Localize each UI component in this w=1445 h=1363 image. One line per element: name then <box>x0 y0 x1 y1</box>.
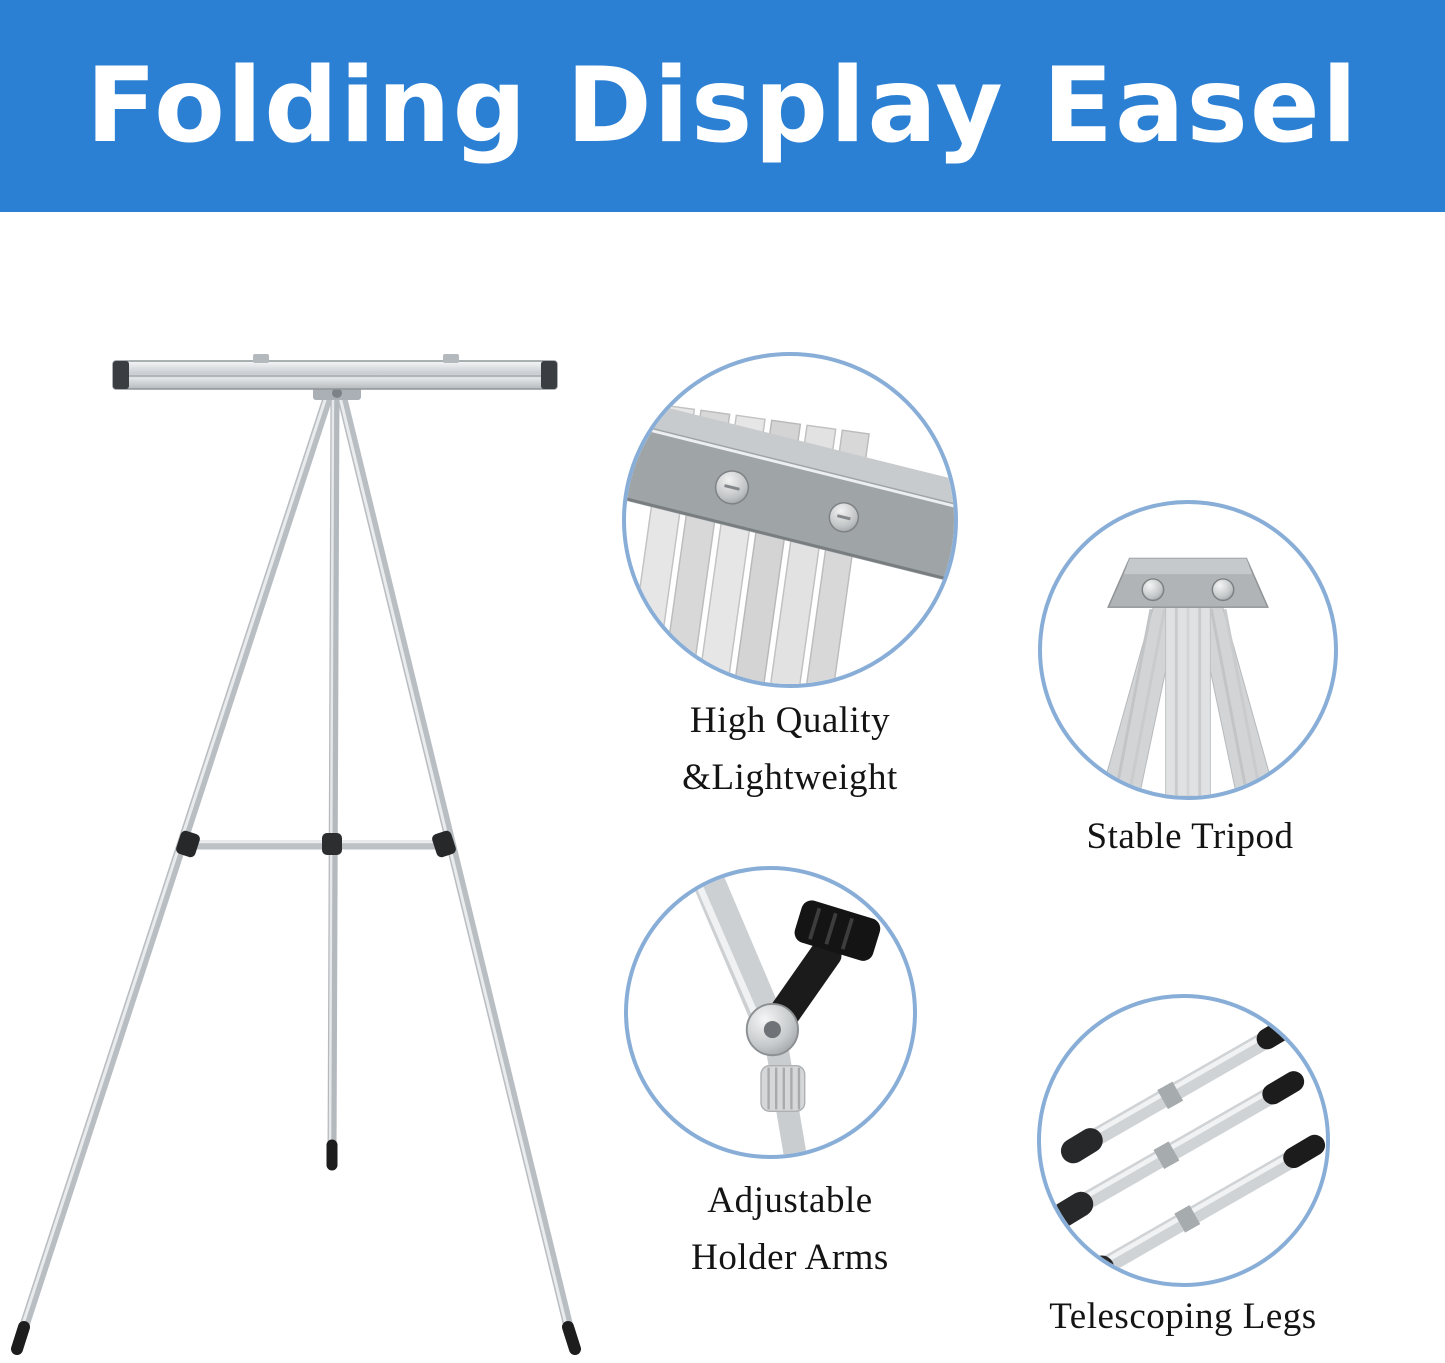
caption-line: Holder Arms <box>691 1237 889 1279</box>
feature-circle-stable-tripod <box>1038 500 1338 800</box>
tripod-top-photo <box>1099 557 1277 796</box>
feature-circle-telescoping-legs <box>1037 994 1330 1287</box>
title-banner: Folding Display Easel <box>0 0 1445 212</box>
feature-circle-high-quality <box>622 352 958 688</box>
caption-stable-tripod: Stable Tripod <box>995 808 1385 865</box>
feature-circle-adjustable-arms <box>624 866 917 1159</box>
caption-adjustable-arms: Adjustable Holder Arms <box>600 1172 980 1287</box>
easel-illustration <box>11 354 581 1355</box>
caption-line: Telescoping Legs <box>1049 1296 1317 1337</box>
caption-line: Stable Tripod <box>1086 816 1294 857</box>
holder-arm-photo <box>692 873 881 1155</box>
caption-high-quality: High Quality &Lightweight <box>600 692 980 807</box>
page-title: Folding Display Easel <box>85 46 1360 166</box>
easel-product-photo <box>10 345 590 1360</box>
caption-line: Adjustable <box>707 1180 873 1221</box>
telescoping-legs-photo <box>1051 1016 1326 1283</box>
caption-line: High Quality <box>689 700 891 741</box>
caption-telescoping-legs: Telescoping Legs <box>973 1288 1393 1345</box>
clamp-closeup-photo <box>626 395 954 684</box>
caption-line: &Lightweight <box>682 757 898 799</box>
